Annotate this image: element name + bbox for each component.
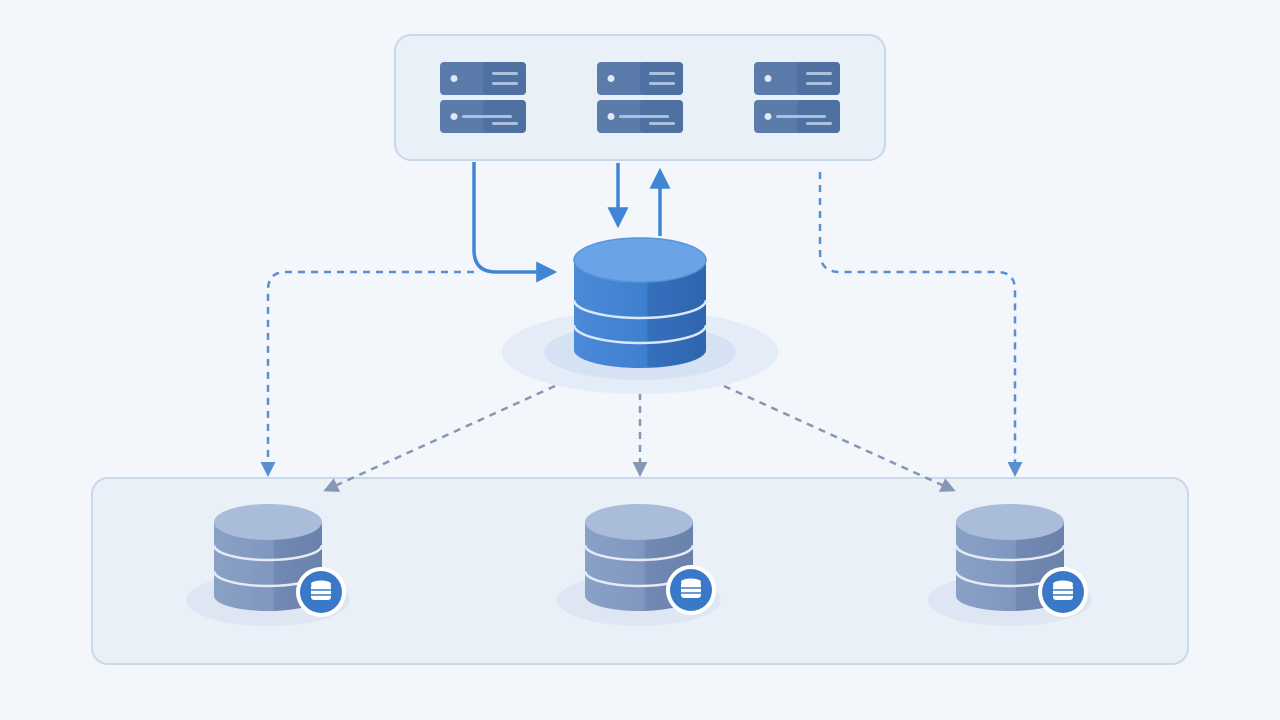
- database-icon: [583, 504, 695, 611]
- server-rack-icon: [597, 62, 683, 133]
- app-server-3[interactable]: [754, 62, 840, 133]
- connection-primary-to-replica3: [723, 384, 956, 492]
- connection-primary-to-replica1: [323, 384, 556, 492]
- connection-server1-to-primary: [472, 162, 558, 283]
- database-icon: [212, 504, 324, 611]
- replica-database-2[interactable]: [557, 504, 721, 626]
- connection-primary-to-replica1-via-left: [260, 270, 474, 477]
- server-rack-icon: [440, 62, 526, 133]
- database-badge-icon: [666, 565, 716, 615]
- primary-database[interactable]: [502, 237, 778, 394]
- app-server-1[interactable]: [440, 62, 526, 133]
- replica-database-3[interactable]: [928, 504, 1092, 626]
- database-icon: [954, 504, 1066, 611]
- app-server-2[interactable]: [597, 62, 683, 133]
- database-badge-icon: [1038, 567, 1088, 617]
- database-badge-icon: [296, 567, 346, 617]
- connection-server3-to-replica3: [818, 172, 1023, 477]
- app-server-panel: [394, 34, 886, 161]
- database-icon: [572, 237, 708, 368]
- server-rack-icon: [754, 62, 840, 133]
- replica-database-1[interactable]: [186, 504, 350, 626]
